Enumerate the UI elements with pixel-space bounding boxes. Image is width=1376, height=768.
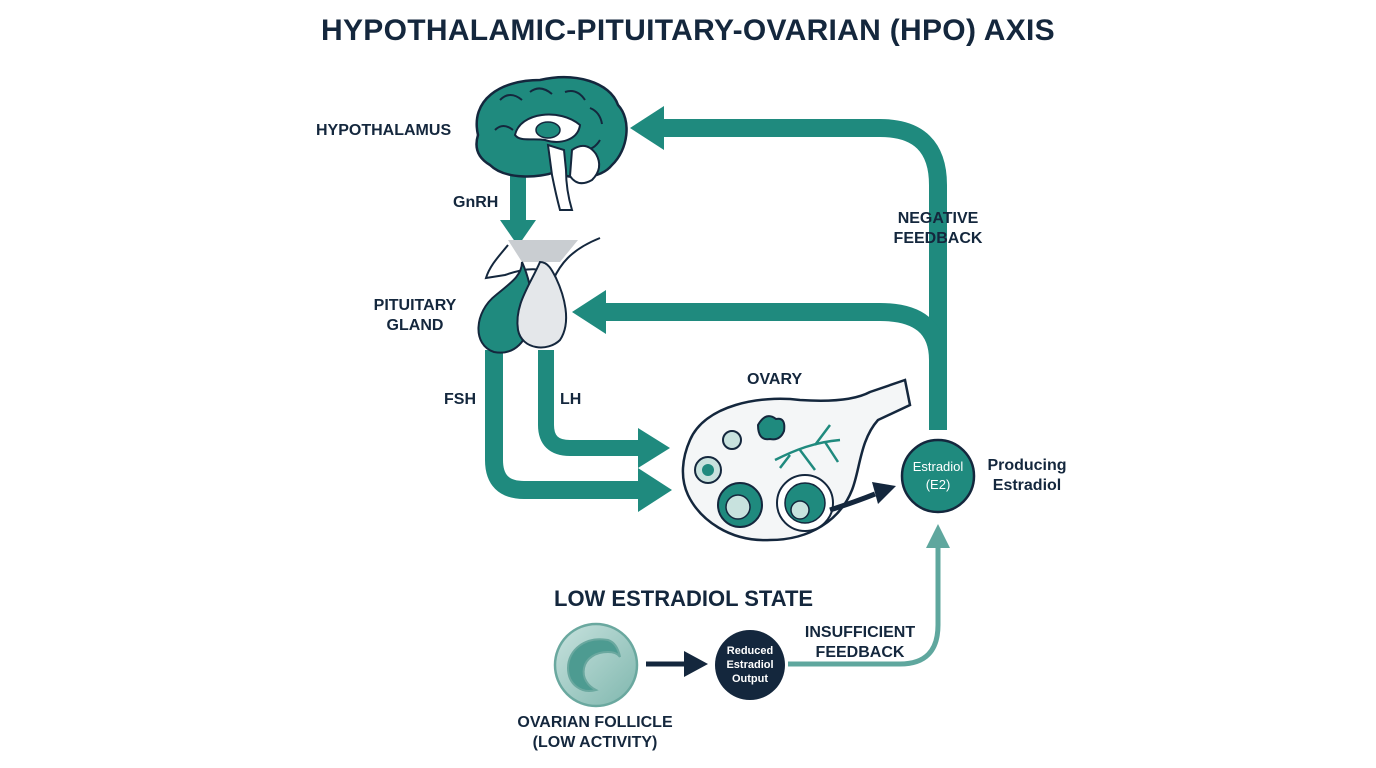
- label-insufficient-line2: FEEDBACK: [815, 644, 905, 661]
- ovary-icon: [681, 378, 912, 542]
- reduced-output-label: Reduced Estradiol Output: [715, 644, 785, 686]
- negative-feedback-arrowhead: [630, 106, 664, 150]
- pituitary-feedback-arrow-path: [605, 303, 947, 361]
- negative-feedback-arrow-path: [660, 119, 947, 430]
- estradiol-circle: [900, 438, 976, 514]
- reduced-line3: Output: [731, 673, 769, 685]
- follicle-to-reduced-arrowhead: [684, 651, 708, 677]
- fsh-arrow-path: [485, 350, 640, 499]
- reduced-output-circle: [715, 630, 785, 700]
- estradiol-label: Estradiol (E2): [902, 458, 974, 494]
- ovary-to-estradiol-arrowhead: [872, 482, 896, 504]
- label-ovary: OVARY: [747, 371, 803, 388]
- label-hypothalamus: HYPOTHALAMUS: [316, 122, 452, 139]
- label-insufficient-feedback: INSUFFICIENT FEEDBACK: [795, 623, 925, 663]
- pituitary-feedback-arrowhead: [572, 290, 606, 334]
- estradiol-line2: (E2): [925, 477, 951, 492]
- low-estradiol-state-heading: LOW ESTRADIOL STATE: [554, 586, 814, 611]
- label-negative-line2: FEEDBACK: [893, 230, 983, 247]
- label-lh: LH: [560, 391, 582, 408]
- label-pituitary-line1: PITUITARY: [373, 297, 457, 314]
- reduced-line1: Reduced: [726, 645, 774, 657]
- label-pituitary-gland: PITUITARY GLAND: [360, 296, 470, 336]
- ovary-to-estradiol-arrow-path: [829, 491, 876, 513]
- gnrh-arrow-shaft: [510, 175, 526, 225]
- ovarian-follicle-icon: [553, 622, 639, 708]
- label-ovarian-follicle: OVARIAN FOLLICLE (LOW ACTIVITY): [500, 713, 690, 753]
- label-producing-line2: Estradiol: [992, 477, 1062, 494]
- diagram-title: HYPOTHALAMIC-PITUITARY-OVARIAN (HPO) AXI…: [321, 14, 1055, 47]
- insufficient-feedback-arrow-path: [788, 545, 941, 667]
- insufficient-feedback-arrowhead: [926, 524, 950, 548]
- reduced-line2: Estradiol: [726, 659, 774, 671]
- label-producing-estradiol: Producing Estradiol: [976, 456, 1078, 496]
- fsh-arrowhead: [638, 468, 672, 512]
- brain-icon: [475, 76, 628, 211]
- label-insufficient-line1: INSUFFICIENT: [804, 624, 916, 641]
- estradiol-line1: Estradiol: [912, 459, 964, 474]
- gnrh-arrowhead: [500, 220, 536, 246]
- pituitary-gland-icon: [477, 237, 601, 354]
- label-producing-line1: Producing: [987, 457, 1067, 474]
- label-fsh: FSH: [444, 391, 476, 408]
- lh-arrowhead: [638, 428, 670, 468]
- lh-arrow-path: [538, 350, 640, 456]
- label-negative-line1: NEGATIVE: [897, 210, 979, 227]
- label-pituitary-line2: GLAND: [386, 317, 444, 334]
- label-gnrh: GnRH: [453, 194, 499, 211]
- label-follicle-line1: OVARIAN FOLLICLE: [517, 714, 673, 731]
- label-follicle-line2: (LOW ACTIVITY): [532, 734, 658, 751]
- label-negative-feedback: NEGATIVE FEEDBACK: [880, 209, 996, 249]
